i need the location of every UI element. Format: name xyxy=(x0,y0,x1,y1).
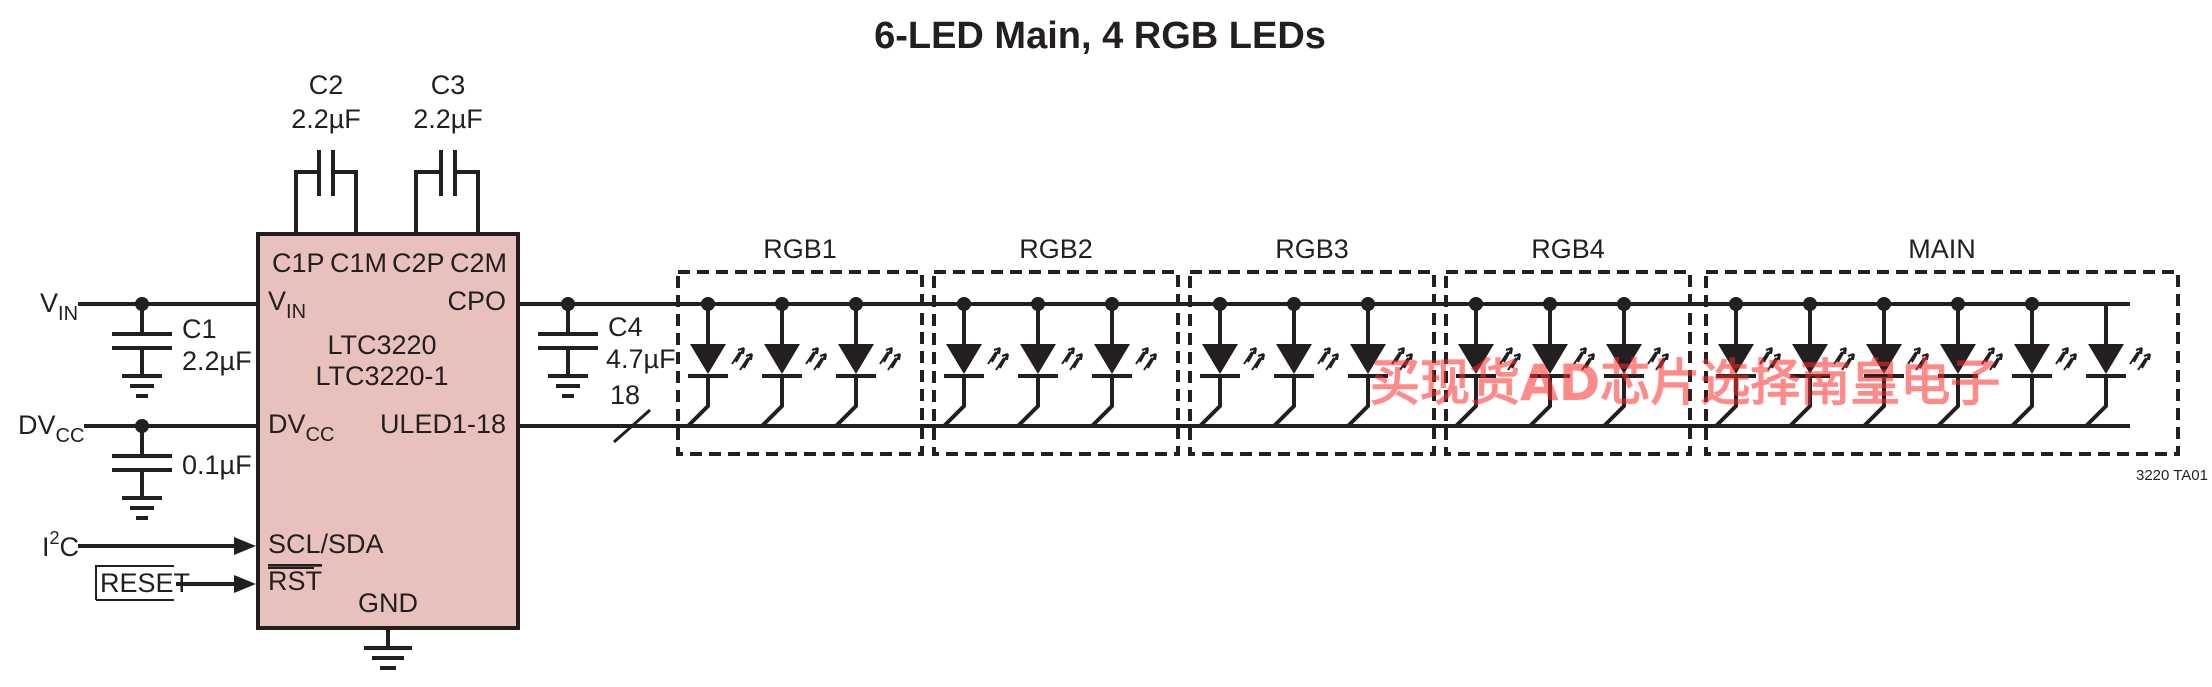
led xyxy=(1714,297,1781,428)
diode-symbol xyxy=(1350,344,1386,374)
diode-symbol xyxy=(1606,344,1642,374)
c3-name: C3 xyxy=(431,70,466,100)
led xyxy=(1936,297,2003,428)
led-group-box xyxy=(676,270,924,456)
figure-title: 6-LED Main, 4 RGB LEDs xyxy=(874,15,1326,57)
led-group-label: RGB3 xyxy=(1275,234,1349,264)
led xyxy=(2010,297,2077,428)
led xyxy=(1090,297,1157,428)
diode-symbol xyxy=(1940,344,1976,374)
ic-body xyxy=(256,232,520,630)
diode-symbol xyxy=(946,344,982,374)
ic-name-variant: LTC3220-1 xyxy=(315,361,448,391)
figure-id: 3220 TA01 xyxy=(2136,467,2208,484)
led xyxy=(1198,297,1265,428)
pin-rst: RST xyxy=(268,566,322,596)
led-group-label: RGB1 xyxy=(763,234,837,264)
led xyxy=(2084,304,2151,428)
pin-c2m: C2M xyxy=(450,248,507,278)
diode-symbol xyxy=(1718,344,1754,374)
pin-c1m: C1M xyxy=(330,248,387,278)
led xyxy=(760,297,827,428)
led-group-label: RGB2 xyxy=(1019,234,1093,264)
diode-symbol xyxy=(1020,344,1056,374)
diode-symbol xyxy=(1458,344,1494,374)
diode-symbol xyxy=(1792,344,1828,374)
c1-name: C1 xyxy=(182,314,217,344)
pin-dvcc: DVCC xyxy=(268,409,334,446)
diode-symbol xyxy=(1866,344,1902,374)
led-groups: RGB1 RGB2 RGB3 RGB4 MAIN xyxy=(676,234,2180,456)
led xyxy=(834,297,901,428)
led-group-box xyxy=(1444,270,1692,456)
led xyxy=(1602,297,1669,428)
led-group-box xyxy=(1704,270,2180,456)
c2-name: C2 xyxy=(309,70,344,100)
led xyxy=(1862,297,1929,428)
led-group-box xyxy=(1188,270,1436,456)
watermark: 买现货AD芯片选择南皇电子 xyxy=(1370,354,2000,412)
diode-symbol xyxy=(2088,344,2124,374)
ic-name: LTC3220 xyxy=(327,330,436,360)
led xyxy=(686,297,753,428)
led xyxy=(1528,297,1595,428)
c2-value: 2.2µF xyxy=(291,104,361,134)
led-group-label: MAIN xyxy=(1908,234,1976,264)
led-group-box xyxy=(932,270,1180,456)
c4-name: C4 xyxy=(608,312,643,342)
pin-scl-sda: SCL/SDA xyxy=(268,529,384,559)
diode-symbol xyxy=(1276,344,1312,374)
diode-symbol xyxy=(764,344,800,374)
diode-symbol xyxy=(1532,344,1568,374)
led xyxy=(1016,297,1083,428)
pin-cpo: CPO xyxy=(447,286,506,316)
reset-arrow xyxy=(234,575,256,593)
input-i2c-label: I2C xyxy=(42,528,79,562)
dvcc-cap-value: 0.1µF xyxy=(182,450,252,480)
pin-uled: ULED1-18 xyxy=(380,409,506,439)
bus-width-label: 18 xyxy=(610,380,640,410)
diode-symbol xyxy=(1202,344,1238,374)
led xyxy=(1454,297,1521,428)
diode-symbol xyxy=(1094,344,1130,374)
c1-value: 2.2µF xyxy=(182,346,252,376)
input-dvcc-label: DVCC xyxy=(18,410,84,447)
c4-value: 4.7µF xyxy=(606,344,676,374)
led xyxy=(1788,297,1855,428)
pin-c1p: C1P xyxy=(272,248,325,278)
led xyxy=(942,297,1009,428)
diode-symbol xyxy=(2014,344,2050,374)
input-vin-label: VIN xyxy=(40,288,78,325)
led-group-label: RGB4 xyxy=(1531,234,1605,264)
pin-vin: VIN xyxy=(268,286,306,323)
pin-gnd: GND xyxy=(358,588,418,618)
input-reset-label: RESET xyxy=(100,568,190,598)
pin-c2p: C2P xyxy=(392,248,445,278)
led xyxy=(1346,297,1413,428)
diode-symbol xyxy=(838,344,874,374)
i2c-arrow xyxy=(234,537,256,555)
led xyxy=(1272,297,1339,428)
c3-value: 2.2µF xyxy=(413,104,483,134)
diode-symbol xyxy=(690,344,726,374)
